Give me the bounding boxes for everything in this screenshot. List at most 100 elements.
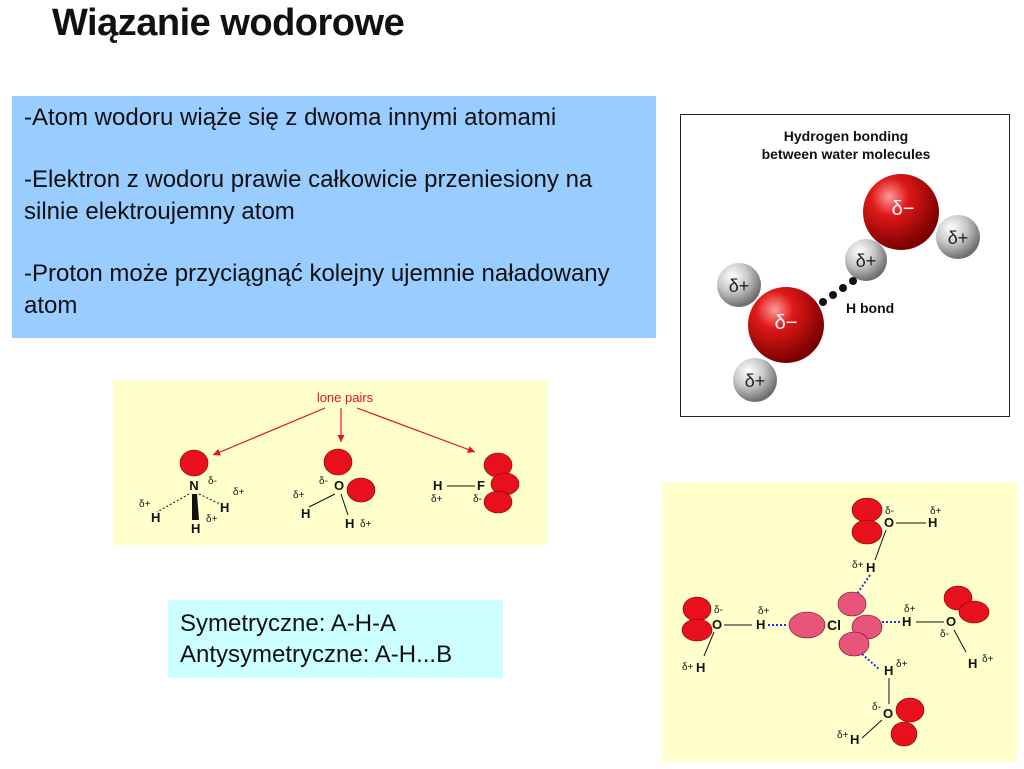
delta-plus-label: δ+ [930,506,942,517]
hydrogen-symbol: H [151,510,160,525]
delta-plus-label: δ+ [948,228,969,248]
chloride-symbol: Cl [827,617,841,633]
hydrogen-symbol: H [884,663,893,678]
delta-plus-label: δ+ [729,276,750,296]
bond [861,719,883,739]
delta-plus-label: δ+ [904,604,916,615]
cl-lobe [788,611,826,639]
lone-pair-lobe [851,519,883,545]
delta-plus-label: δ+ [682,662,694,673]
delta-plus-label: δ+ [896,659,908,670]
delta-plus-label: δ+ [293,490,305,501]
hydrogen-symbol: H [191,521,200,536]
delta-plus-label: δ+ [758,606,770,617]
hydrogen-symbol: H [696,660,705,675]
hbond-dot [819,298,827,306]
wedge-bond [192,494,199,520]
delta-minus-label: δ- [714,605,723,616]
hydrogen-symbol: H [220,500,229,515]
delta-minus-label: δ− [775,312,798,334]
hydrogen-symbol: H [756,617,765,632]
oxygen-symbol: O [884,515,894,530]
arrow-to-n [212,407,326,456]
lone-pair-lobe [851,497,883,523]
hydrogen-atom [845,239,887,281]
lone-pair-lobe [483,490,513,514]
lone-pair-lobe [890,721,918,747]
hydrogen-symbol: H [902,614,911,629]
delta-plus-label: δ+ [852,560,864,571]
oxygen-symbol: O [946,614,956,629]
oxygen-atom [863,174,939,250]
fluorine-symbol: F [477,478,485,493]
hbond-dot [849,277,857,285]
bullet-item: -Atom wodoru wiąże się z dwoma innymi at… [24,104,557,131]
bond [156,493,190,513]
lone-pair-lobe [681,618,713,642]
water-figure-subtitle: between water molecules [762,146,931,162]
cl-lobe [837,591,867,617]
bullet-item: -Elektron z wodoru prawie całkowicie prz… [24,166,593,225]
delta-minus-label: δ- [208,476,217,487]
lone-pair-lobe [682,596,712,622]
bond [874,529,887,561]
lone-pair-lobe [323,448,353,476]
oxygen-symbol: O [712,617,722,632]
delta-minus-label: δ− [892,198,915,220]
hydrogen-symbol: H [301,506,310,521]
symmetry-box: Symetryczne: A-H-A Antysymetryczne: A-H.… [168,600,503,678]
antisymmetric-line: Antysymetryczne: A-H...B [180,641,453,668]
bullet-item: -Proton może przyciągnąć kolejny ujemnie… [24,260,610,319]
delta-plus-label: δ+ [139,499,151,510]
water-hbond-figure: Hydrogen bonding between water molecules… [680,114,1010,417]
h-bond-label: H bond [846,300,894,316]
bond [340,493,349,516]
hydrogen-atom [936,215,980,259]
lone-pair-lobe [346,477,376,503]
delta-plus-label: δ+ [837,730,849,741]
hydrogen-bond [856,574,871,595]
hydrogen-symbol: H [866,560,875,575]
bond [703,631,715,657]
hydrogen-atom [717,263,761,307]
delta-plus-label: δ+ [982,654,994,665]
lone-pairs-label: lone pairs [317,390,374,405]
delta-minus-label: δ- [319,476,328,487]
delta-plus-label: δ+ [856,251,877,271]
delta-minus-label: δ- [885,506,894,517]
delta-plus-label: δ+ [360,519,372,530]
hydrogen-symbol: H [850,732,859,747]
hydrogen-symbol: H [968,656,977,671]
delta-minus-label: δ- [473,494,482,505]
oxygen-atom [748,287,824,363]
bond [308,493,336,508]
delta-plus-label: δ+ [206,514,218,525]
water-figure-title: Hydrogen bonding [784,128,908,144]
oxygen-symbol: O [883,706,893,721]
bond [198,493,221,505]
hydrogen-symbol: H [928,515,937,530]
lone-pair-lobe [958,600,990,624]
delta-plus-label: δ+ [233,487,245,498]
chloride-hydration-figure: Cl O δ- H δ+ H δ+ O δ- H δ+ δ+ H O δ- H … [662,482,1017,762]
lone-pair-lobe [895,697,925,723]
hydrogen-symbol: H [433,478,442,493]
lone-pair-lobe [179,449,209,477]
bond [953,629,967,653]
bullet-box: -Atom wodoru wiąże się z dwoma innymi at… [12,96,656,338]
lone-pairs-figure: lone pairs N δ- H δ+ H δ+ H δ+ O δ- H δ+… [113,380,548,545]
arrow-to-f [356,407,476,453]
page-title: Wiązanie wodorowe [52,2,405,44]
delta-minus-label: δ- [940,629,949,640]
symmetric-line: Symetryczne: A-H-A [180,610,397,637]
cl-lobe [838,631,870,657]
hydrogen-atom [733,358,777,402]
delta-minus-label: δ- [872,702,881,713]
delta-plus-label: δ+ [431,494,443,505]
hydrogen-symbol: H [345,516,354,531]
delta-plus-label: δ+ [745,371,766,391]
oxygen-symbol: O [334,478,344,493]
nitrogen-symbol: N [189,478,198,493]
hydrogen-bond [861,653,881,671]
hbond-dot [839,284,847,292]
